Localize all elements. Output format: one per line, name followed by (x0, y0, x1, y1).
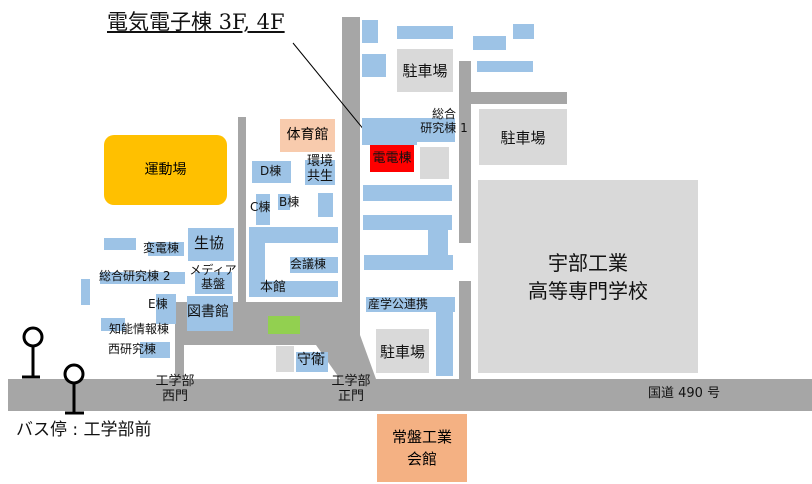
east-branch-road (471, 92, 567, 104)
building (101, 318, 125, 331)
label-media: メディア基盤 (188, 263, 238, 292)
building-kankyo (305, 160, 335, 185)
tokiwa-hall: 常盤工業会館 (377, 414, 467, 482)
building-nishi (140, 342, 170, 358)
building-gray (420, 147, 449, 179)
building-b (278, 194, 290, 210)
building-media (195, 272, 232, 294)
label-sogo-1: 総合研究棟 1 (414, 107, 474, 136)
east-road-south (459, 281, 471, 379)
building (81, 279, 90, 305)
building-seikyo (188, 228, 234, 261)
label-guard: 守衛 (297, 352, 325, 368)
label-line: 基盤 (200, 276, 225, 291)
label-line: 会館 (406, 450, 437, 468)
main-gate-label: 工学部正門 (321, 374, 381, 405)
label-library: 図書館 (187, 304, 229, 320)
building (428, 230, 448, 255)
bus-stop-icon (22, 326, 85, 415)
building-honkan (249, 227, 265, 297)
label-line: 正門 (337, 388, 364, 404)
label-c: C棟 (250, 200, 271, 214)
building-honkan (249, 227, 338, 243)
label-sangaku: 産学公連携 (368, 297, 429, 311)
west-gate-label: 工学部西門 (145, 374, 205, 405)
building-denden-target: 電電棟 (370, 145, 414, 172)
building (362, 54, 386, 77)
national-road-490 (8, 379, 812, 411)
label-line: 高等専門学校 (528, 278, 648, 303)
road-label: 国道 490 号 (648, 386, 721, 401)
label-kaigi: 会議棟 (290, 257, 327, 271)
label-sogo-2: 総合研究棟 2 (99, 269, 171, 283)
building-library (187, 296, 233, 331)
label-nishi: 西研究棟 (108, 342, 157, 356)
label-line: 宇部工業 (548, 250, 628, 275)
parking-lot: 駐車場 (479, 109, 567, 165)
parking-lot: 駐車場 (397, 49, 453, 92)
label-line: 工学部 (331, 374, 371, 389)
label-b: B棟 (279, 195, 300, 209)
building-sogo-1 (417, 118, 455, 142)
bus-stop-label: バス停 : 工学部前 (16, 420, 152, 440)
building (473, 36, 506, 50)
label-line: 研究棟 1 (420, 120, 468, 135)
page-title: 電気電子棟 3F, 4F (107, 10, 285, 34)
green-area (268, 316, 300, 334)
building-d (252, 161, 291, 183)
label-line: メディア (189, 263, 237, 277)
label-honkan: 本館 (260, 280, 287, 295)
label-chino: 知能情報棟 (109, 322, 170, 336)
gymnasium: 体育館 (280, 119, 335, 152)
campus-main-road (342, 17, 360, 317)
building (363, 185, 452, 201)
building (363, 215, 452, 230)
east-road-north (459, 61, 471, 243)
building-e (156, 294, 176, 324)
building-c (256, 194, 270, 225)
label-e: E棟 (148, 297, 168, 311)
building-sangaku (366, 297, 455, 312)
kosen-campus: 宇部工業高等専門学校 (478, 180, 698, 373)
label-line: 西門 (161, 388, 188, 404)
building-gray (276, 346, 294, 372)
athletic-field: 運動場 (104, 135, 227, 205)
label-line: 工学部 (155, 374, 195, 389)
label-kankyo: 環境共生 (305, 154, 335, 185)
label-line: 共生 (306, 168, 333, 184)
label-d: D棟 (260, 164, 282, 178)
label-henden: 変電棟 (143, 241, 180, 255)
label-line: 常盤工業 (391, 428, 452, 446)
building (362, 118, 417, 145)
label-line: 環境 (306, 154, 333, 169)
building-honkan (249, 281, 338, 297)
building (477, 61, 533, 72)
building (397, 26, 453, 39)
building-henden (148, 242, 184, 256)
building (436, 312, 453, 376)
west-road (238, 117, 246, 307)
building (364, 255, 453, 270)
guard-house (296, 352, 328, 372)
building-kaigi (290, 257, 338, 273)
building (513, 24, 534, 39)
building (362, 20, 378, 43)
building (318, 193, 333, 217)
label-seikyo: 生協 (194, 234, 225, 252)
building-sogo-2 (100, 272, 185, 284)
parking-lot: 駐車場 (376, 329, 429, 373)
label-line: 総合 (431, 107, 456, 121)
building (104, 238, 136, 250)
